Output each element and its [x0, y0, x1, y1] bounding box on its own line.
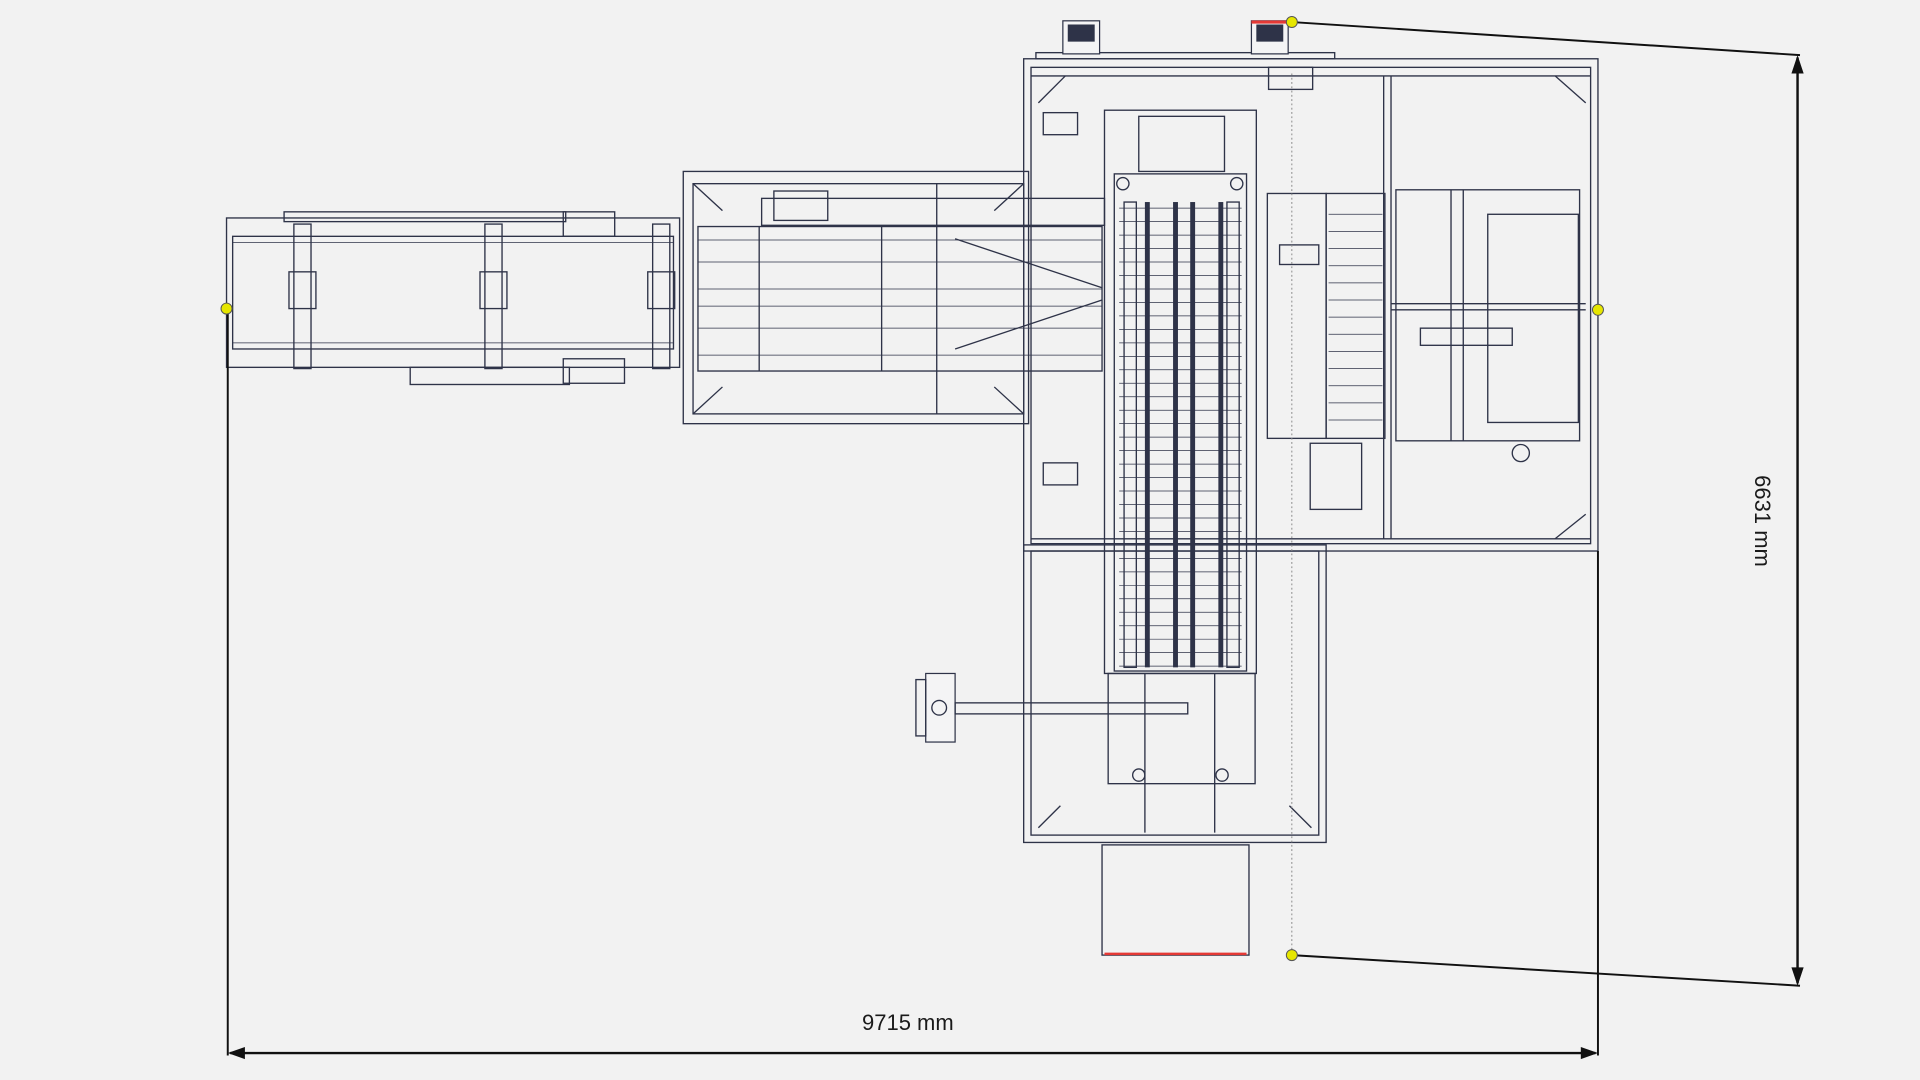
width-dimension-label: 9715 mm: [862, 1010, 954, 1035]
chain-track: [1173, 202, 1178, 668]
side-guide: [1123, 201, 1137, 669]
chain-track: [1144, 202, 1150, 668]
arrow-right-icon: [1580, 1046, 1598, 1060]
measurement-points: [220, 16, 1604, 962]
measure-point-icon[interactable]: [1285, 949, 1298, 962]
chain-track: [1218, 202, 1224, 668]
arrow-up-icon: [1791, 55, 1804, 74]
central-conveyor: [1101, 109, 1258, 956]
infeed-conveyor: [225, 211, 681, 386]
measure-point-icon[interactable]: [220, 302, 233, 315]
robot-arm: [915, 672, 1189, 743]
dimension-lines: [226, 21, 1804, 1060]
height-dimension-label: 6631 mm: [1749, 475, 1775, 567]
main-frame: [1023, 20, 1599, 844]
transfer-module: [682, 170, 1106, 425]
outfeed-module: [1266, 189, 1581, 511]
side-guide: [1226, 201, 1240, 669]
chain-track: [1190, 202, 1196, 668]
arrow-down-icon: [1791, 967, 1804, 986]
arrow-left-icon: [227, 1046, 245, 1060]
measure-point-icon[interactable]: [1591, 303, 1604, 316]
measure-point-icon[interactable]: [1285, 16, 1298, 29]
